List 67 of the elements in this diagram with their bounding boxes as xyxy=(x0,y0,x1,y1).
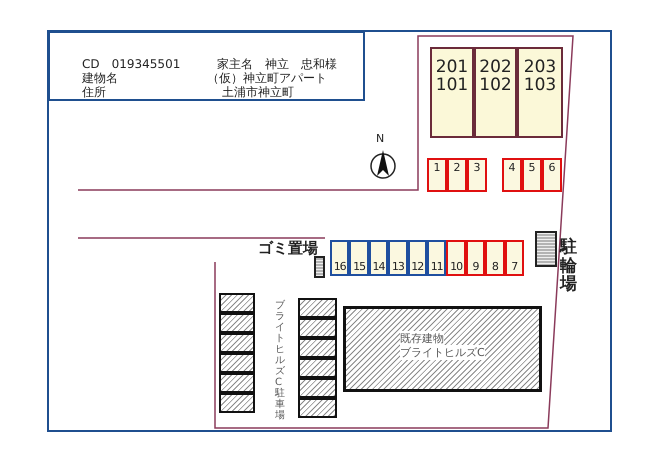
apartment-unit xyxy=(474,47,517,138)
north-label: N xyxy=(376,132,384,145)
area-label: 駐輪場 xyxy=(560,238,577,294)
space-number: 3 xyxy=(472,161,482,174)
parking-space xyxy=(427,158,447,192)
space-number: 15 xyxy=(352,260,366,273)
space-number: 11 xyxy=(430,260,444,273)
hatched-parking-space xyxy=(219,373,255,393)
parking-space xyxy=(446,240,466,276)
parking-space xyxy=(408,240,427,276)
building-label: 既存建物 xyxy=(400,331,444,346)
unit-number: 202 xyxy=(478,57,513,77)
unit-number: 201 xyxy=(434,57,470,77)
hatched-parking-space xyxy=(219,333,255,353)
space-number: 13 xyxy=(390,260,405,273)
space-number: 4 xyxy=(508,161,516,174)
space-number: 8 xyxy=(490,260,500,273)
unit-number: 103 xyxy=(522,75,558,95)
space-number: 2 xyxy=(452,161,462,174)
area-label: ゴミ置場 xyxy=(258,239,318,258)
hatched-parking-space xyxy=(219,353,255,373)
parking-space xyxy=(447,158,467,192)
parking-space xyxy=(427,240,446,276)
info-text: 土浦市神立町 xyxy=(222,84,294,101)
parking-space xyxy=(504,240,524,276)
hatched-parking-space xyxy=(298,378,337,398)
info-text: CD 019345501 xyxy=(82,56,180,72)
space-number: 1 xyxy=(432,161,442,174)
apartment-unit xyxy=(517,47,563,138)
area-label: ブライトヒルズC駐車場 xyxy=(275,300,285,421)
info-text: 住所 xyxy=(82,84,106,101)
hatched-parking-space xyxy=(298,318,337,338)
hatched-parking-space xyxy=(298,398,337,418)
parking-space xyxy=(388,240,408,276)
hatched-parking-space xyxy=(219,293,255,313)
parking-space xyxy=(330,240,350,276)
space-number: 10 xyxy=(449,260,464,273)
apartment-unit xyxy=(430,47,474,138)
space-number: 12 xyxy=(410,260,424,273)
parking-space xyxy=(368,240,388,276)
hatched-parking-space xyxy=(298,358,337,378)
parking-space xyxy=(502,158,522,192)
unit-number: 102 xyxy=(478,75,513,95)
unit-number: 203 xyxy=(522,57,558,77)
unit-number: 101 xyxy=(434,75,470,95)
parking-space xyxy=(349,240,369,276)
info-panel xyxy=(48,31,365,101)
space-number: 9 xyxy=(471,260,480,273)
parking-space xyxy=(467,158,487,192)
parking-space xyxy=(542,158,562,192)
info-text: 建物名 xyxy=(82,70,118,86)
hatched-parking-space xyxy=(298,338,337,358)
space-number: 14 xyxy=(371,260,386,273)
parking-space xyxy=(522,158,542,192)
space-number: 5 xyxy=(528,161,536,174)
existing-building xyxy=(343,306,542,392)
parking-space xyxy=(466,240,486,276)
space-number: 6 xyxy=(548,161,556,174)
space-number: 7 xyxy=(510,260,518,273)
hatched-parking-space xyxy=(298,298,337,318)
hatched-parking-space xyxy=(219,393,255,413)
parking-space xyxy=(485,240,505,276)
building-label: ブライトヒルズC xyxy=(400,345,485,360)
hatched-parking-space xyxy=(219,313,255,333)
space-number: 16 xyxy=(332,260,347,273)
info-text: （仮）神立町アパート xyxy=(207,70,327,86)
info-text: 家主名 神立 忠和様 xyxy=(217,56,337,72)
